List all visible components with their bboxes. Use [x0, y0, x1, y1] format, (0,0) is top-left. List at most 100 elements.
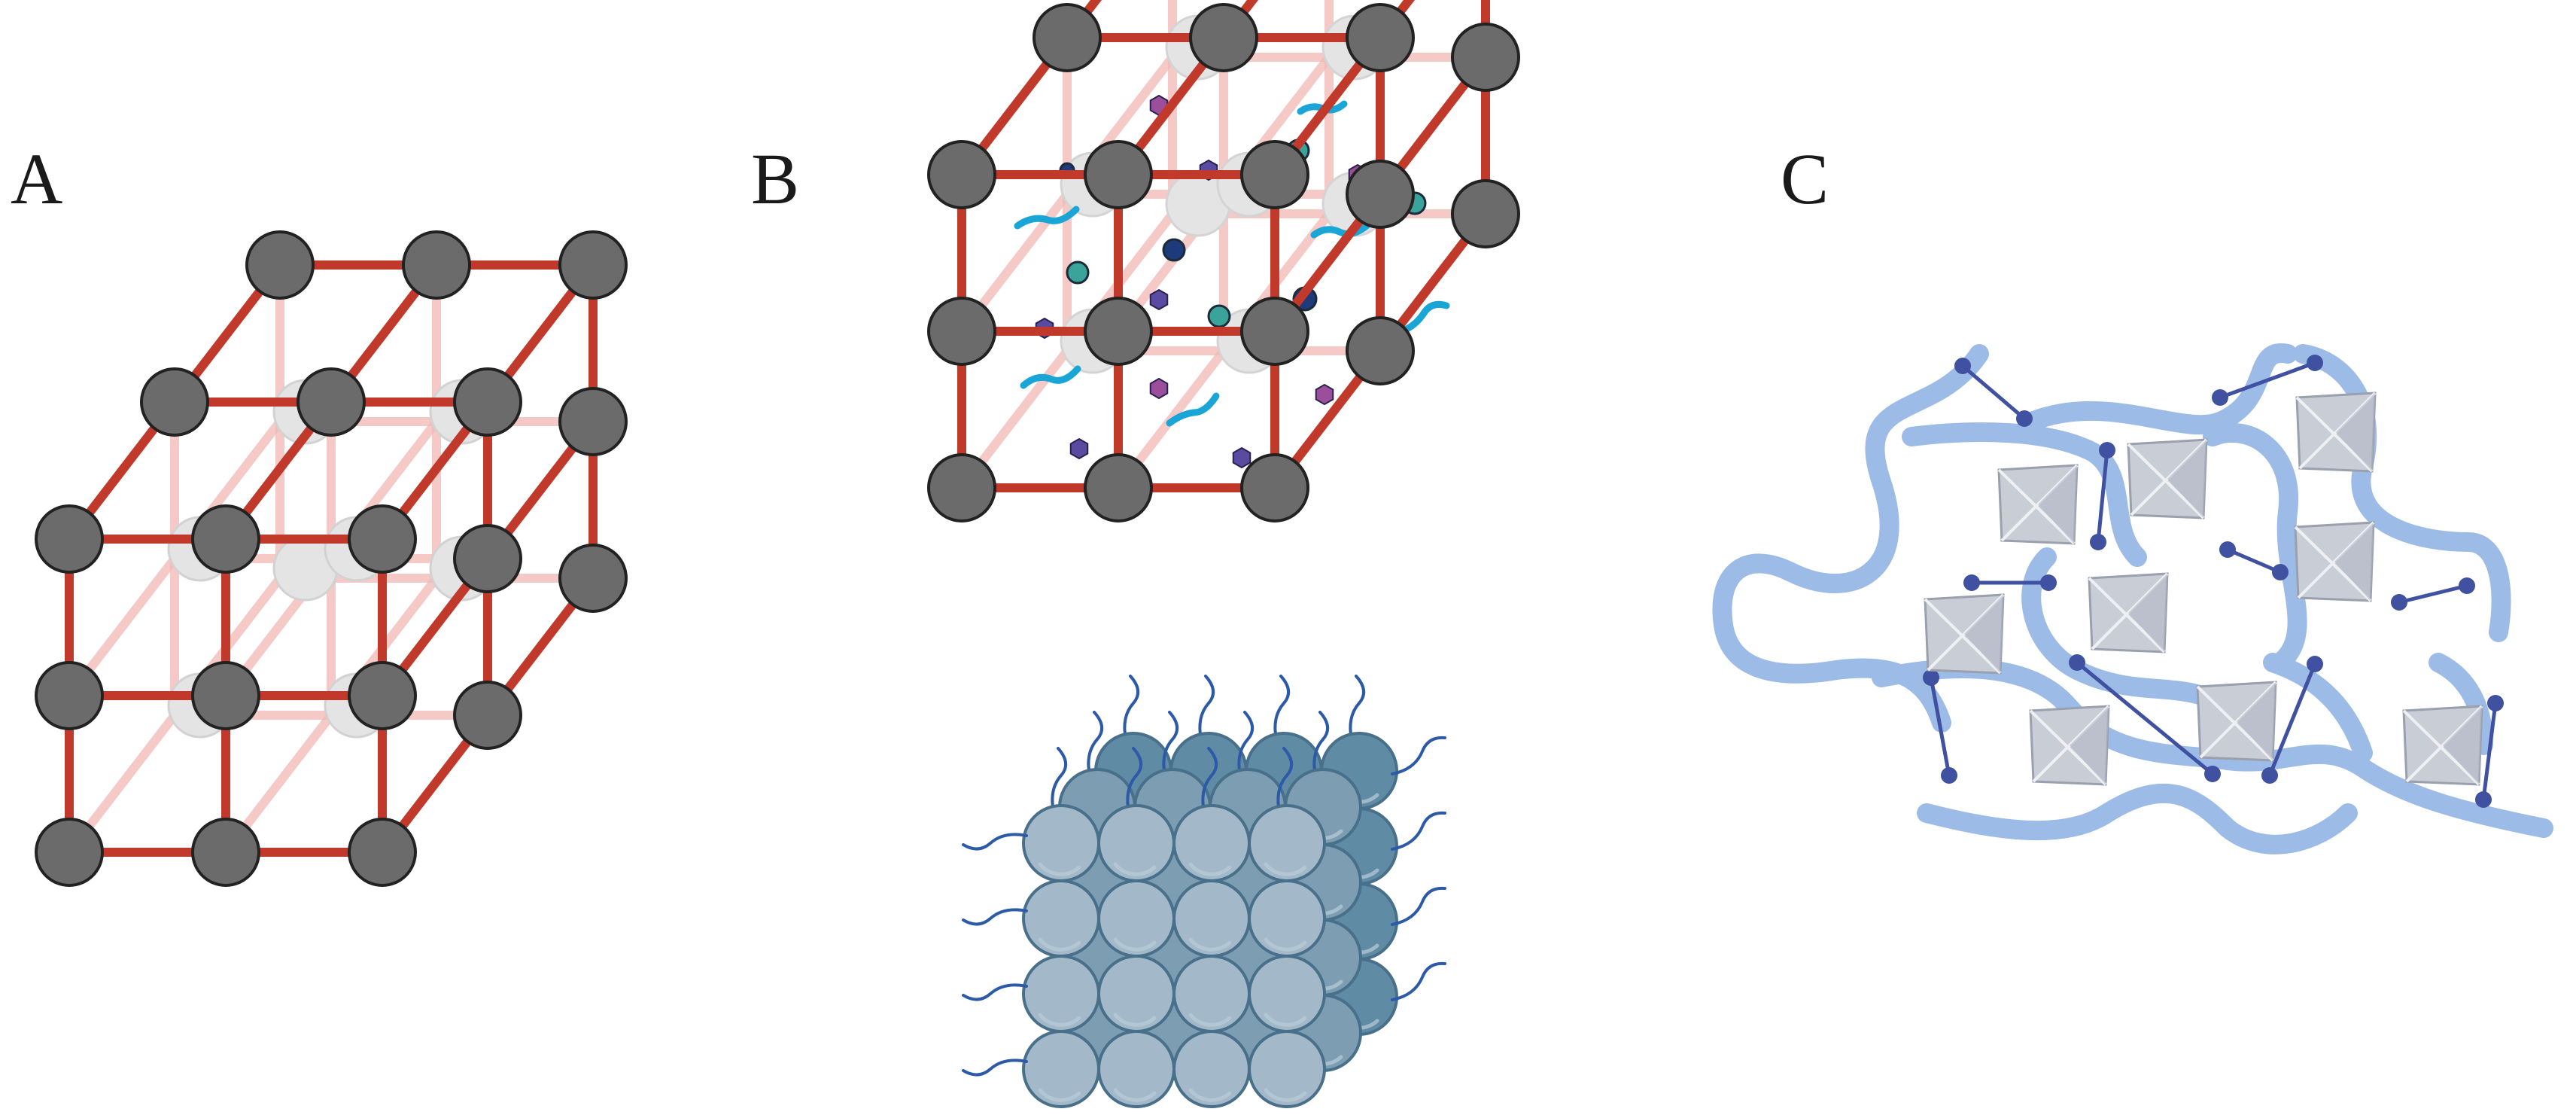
crosslink-node [1954, 358, 1971, 374]
crosslink-node [2016, 410, 2033, 427]
nanoparticle-highlight [1188, 937, 1232, 952]
polymer-chain [2203, 423, 2307, 672]
cargo-hexagon [1149, 377, 1169, 400]
nanoparticle [1022, 879, 1100, 958]
lattice-node [1240, 453, 1309, 522]
nanoparticle-highlight [1038, 937, 1081, 952]
lattice-node [35, 661, 104, 730]
lattice-node [1346, 160, 1415, 229]
panel-label-a: A [11, 139, 63, 219]
lattice-node [1346, 3, 1415, 72]
crosslink-node [2090, 534, 2106, 550]
crosslink-node [2099, 442, 2115, 458]
nanoparticle-highlight [1264, 1088, 1307, 1102]
nanoparticle [1097, 955, 1175, 1033]
lattice-node [927, 453, 996, 522]
nanoparticle [1022, 804, 1100, 882]
crystal-shade [2070, 706, 2109, 784]
nanoparticle-highlight [1038, 1088, 1081, 1102]
ligand [1391, 886, 1446, 926]
cargo-strand [1166, 392, 1220, 427]
crosslink [2219, 361, 2316, 400]
polymer-chain [2293, 344, 2511, 642]
lattice-node [1033, 3, 1102, 72]
lattice-node [35, 504, 104, 574]
lattice-node [191, 818, 260, 887]
ligand [1312, 711, 1329, 777]
cargo-strand [1397, 300, 1450, 335]
nanoparticle-highlight [1188, 862, 1232, 876]
octahedral-crystal [2295, 391, 2377, 473]
panel-label-b: B [751, 139, 800, 219]
nanoparticle [1097, 879, 1175, 958]
crosslink-node [2069, 654, 2085, 671]
nanoparticle-highlight [1113, 1088, 1157, 1102]
polymer-chain [1902, 422, 2147, 567]
crosslink [1961, 364, 2026, 420]
ligand [962, 983, 1028, 1001]
cargo-sphere [1207, 304, 1231, 328]
crosslink-node [2391, 594, 2407, 611]
panel-b-nanoparticle-stack [962, 675, 1446, 1108]
lattice-node [402, 230, 471, 300]
cargo-hexagon [1149, 288, 1169, 311]
crosslink-node [2487, 695, 2504, 711]
panel-label-c: C [1781, 139, 1829, 219]
lattice-node [348, 504, 417, 574]
cargo-hexagon [1232, 446, 1252, 469]
lattice-node [191, 661, 260, 730]
crosslink [2227, 547, 2281, 574]
nanoparticle-highlight [1038, 1013, 1081, 1027]
crosslink-node [2307, 355, 2323, 371]
nanoparticle-highlight [1264, 937, 1307, 952]
ligand [1276, 747, 1293, 813]
crosslink [2398, 583, 2468, 605]
lattice-node [1084, 453, 1153, 522]
lattice-node [558, 387, 628, 456]
lattice-node [1084, 297, 1153, 366]
crystal-shade [1964, 595, 2003, 673]
polymer-chain [2022, 343, 2298, 435]
octahedral-crystal [2029, 705, 2110, 786]
cargo-strand [1014, 206, 1080, 230]
lattice-node [927, 297, 996, 366]
crosslink-node [2272, 564, 2289, 580]
lattice-node [453, 524, 522, 593]
ligand [1201, 747, 1218, 813]
nanoparticle-highlight [1113, 937, 1157, 952]
crystal-shade [2443, 706, 2482, 784]
nanoparticle [1022, 1030, 1100, 1108]
crystal-shade [2334, 522, 2374, 601]
ligand [962, 908, 1028, 926]
ligand [1391, 961, 1446, 1001]
crystal-shade [2167, 440, 2206, 518]
octahedral-crystal [2402, 705, 2483, 786]
crosslink-node [2040, 574, 2057, 591]
lattice-node [927, 140, 996, 209]
lattice-node [453, 367, 522, 437]
octahedral-crystal [1924, 593, 2005, 675]
nanoparticle-highlight [1113, 1013, 1157, 1027]
nanoparticle-highlight [1264, 862, 1307, 876]
cargo-sphere [1066, 260, 1090, 285]
ligand [1391, 811, 1446, 851]
polymer-chain [1712, 344, 1989, 733]
lattice-node [1346, 316, 1415, 385]
nanoparticle [1172, 879, 1251, 958]
crosslink-node [1923, 669, 1939, 686]
polymer-chain [1917, 783, 2358, 854]
nanoparticle-highlight [1113, 862, 1157, 876]
nanoparticle-highlight [1038, 862, 1081, 876]
cargo-hexagon [1315, 383, 1334, 406]
panel-c-polymer-network [1712, 343, 2553, 854]
crosslink-node [1963, 574, 1980, 591]
nanoparticle [1097, 1030, 1175, 1108]
crosslink-node [2212, 389, 2228, 406]
crosslink [2076, 661, 2214, 775]
lattice-node [35, 818, 104, 887]
lattice-node [1240, 297, 1309, 366]
lattice-node [1189, 3, 1258, 72]
ligand [1237, 711, 1254, 777]
lattice-node [453, 681, 522, 750]
